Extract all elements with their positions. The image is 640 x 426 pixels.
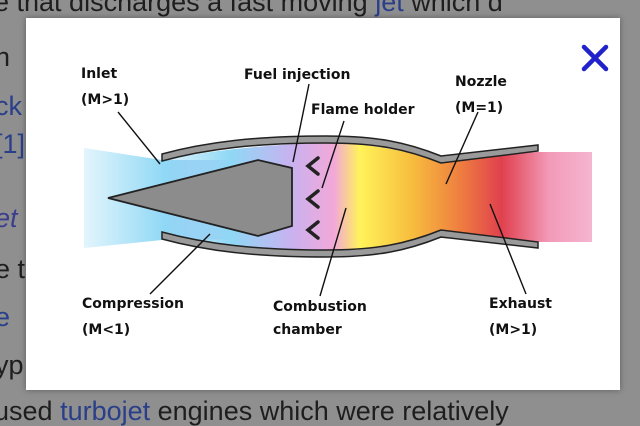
label-chamber: chamber [273, 322, 342, 338]
label-inlet-mach: (M>1) [81, 92, 129, 108]
inlet-spike [107, 159, 293, 237]
label-exhaust-mach: (M>1) [489, 322, 537, 338]
label-flame-holder: Flame holder [311, 102, 415, 118]
compression-leader [149, 233, 211, 295]
background-text: used [0, 396, 61, 426]
combustion-leader [319, 207, 347, 297]
flame-holder-leader [321, 120, 345, 189]
exhaust-leader [489, 203, 527, 295]
background-text-top: e that discharges a fast moving jet whic… [0, 0, 503, 16]
fuel-injection-leader [292, 83, 310, 163]
label-inlet: Inlet [81, 66, 117, 82]
close-icon[interactable] [577, 40, 613, 76]
background-link-fragment[interactable]: e [0, 302, 11, 332]
background-text-fragment: e t [0, 254, 26, 284]
ramjet-diagram: Inlet (M>1) Fuel injection Flame holder … [81, 66, 592, 338]
label-compression: Compression [82, 296, 184, 312]
label-exhaust: Exhaust [489, 296, 552, 312]
upper-cowl [161, 135, 539, 164]
background-text: which d [403, 0, 503, 17]
background-link-turbojet[interactable]: turbojet [60, 396, 151, 426]
label-nozzle-mach: (M=1) [455, 100, 503, 116]
nozzle-leader [445, 111, 479, 185]
label-fuel-injection: Fuel injection [244, 67, 350, 83]
inlet-leader [117, 111, 161, 165]
label-combustion: Combustion [273, 299, 367, 315]
background-text: e that discharges a fast moving [0, 0, 376, 17]
background-text-bottom: used turbojet engines which were relativ… [0, 398, 509, 425]
label-nozzle: Nozzle [455, 74, 507, 90]
background-text: engines which were relatively [150, 396, 509, 426]
close-button[interactable] [577, 40, 613, 76]
label-compression-mach: (M<1) [82, 322, 130, 338]
background-link-fragment[interactable]: ck [0, 91, 22, 121]
image-lightbox-dialog: Inlet (M>1) Fuel injection Flame holder … [26, 18, 620, 390]
background-link-jet[interactable]: jet [375, 0, 404, 17]
background-link-fragment[interactable]: et [0, 203, 18, 233]
background-reference-link[interactable]: [1] [0, 129, 26, 159]
background-text-fragment: yp [0, 350, 24, 380]
background-text-fragment: n [0, 42, 11, 72]
flame-holder-icon [305, 156, 320, 240]
lower-cowl [161, 229, 539, 258]
